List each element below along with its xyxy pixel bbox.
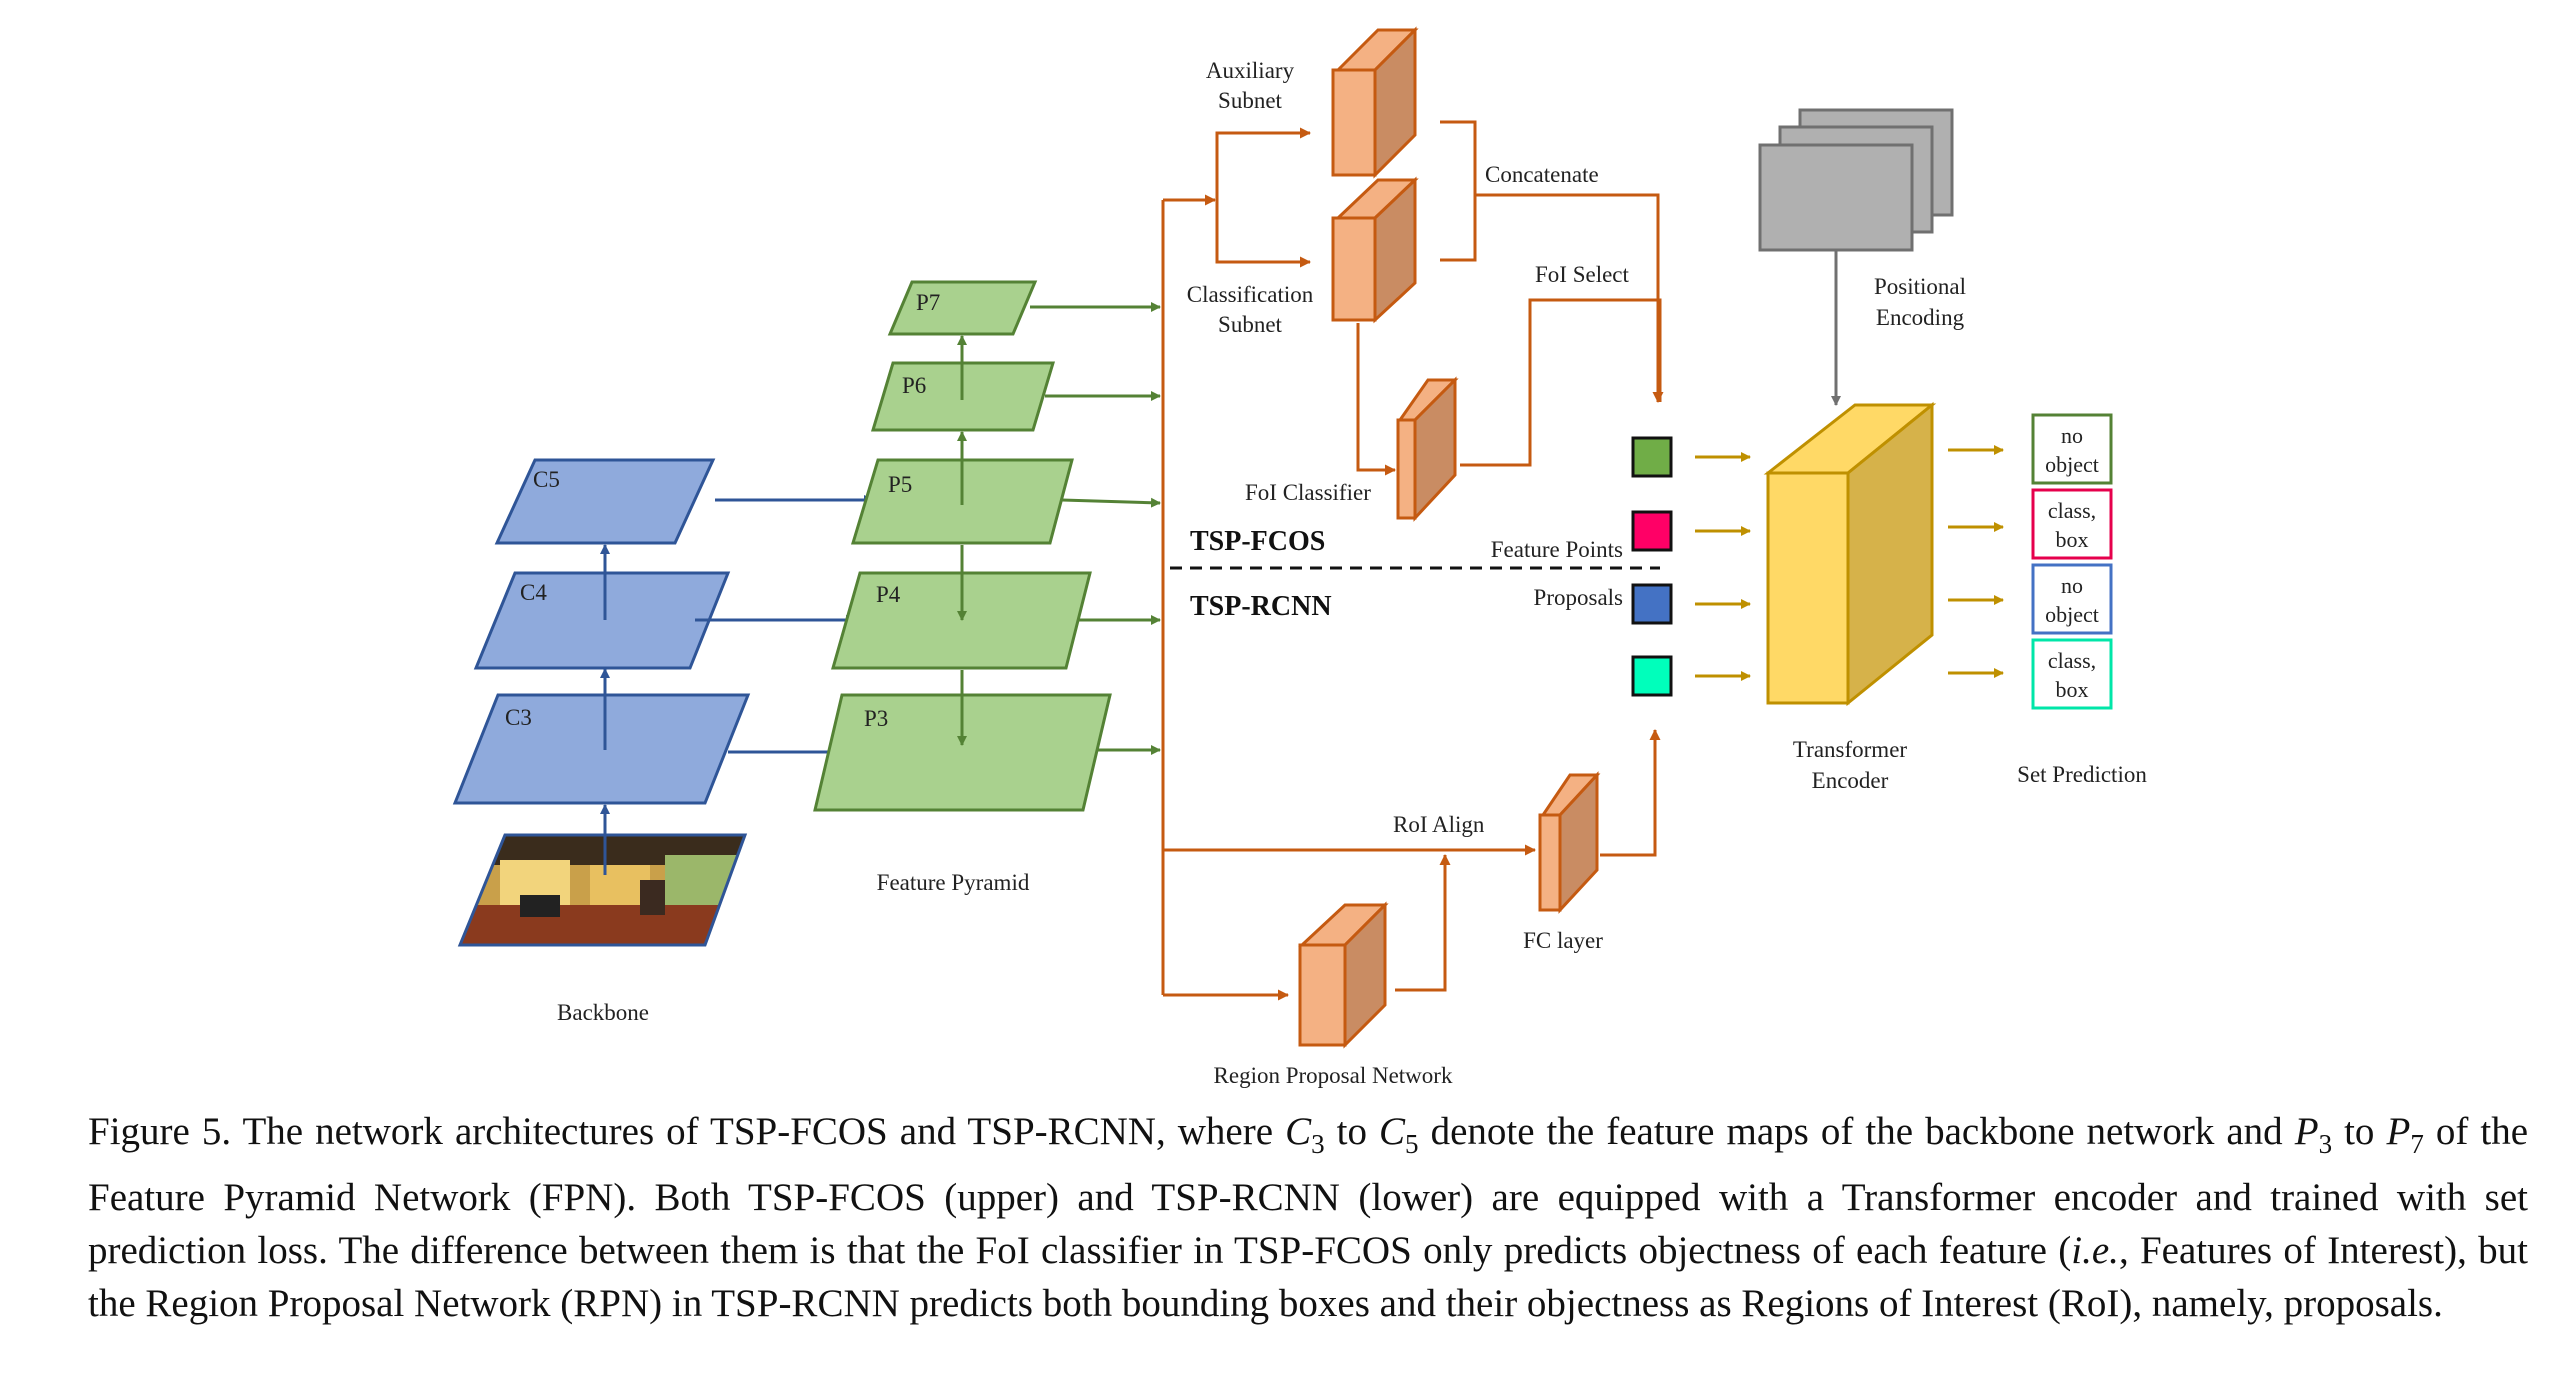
caption-math-sub: 3 — [1311, 1128, 1325, 1159]
feature-pyramid: P7 P6 P5 P4 P3 Feature Pyramid — [813, 280, 1161, 895]
prediction-text: box — [2056, 677, 2089, 702]
prediction-box — [2031, 488, 2113, 560]
tsp-rcnn-label: TSP-RCNN — [1190, 591, 1332, 622]
prediction-text: no — [2061, 423, 2083, 448]
prediction-text: box — [2056, 527, 2089, 552]
prediction-text: object — [2045, 452, 2099, 477]
foi-select-label: FoI Select — [1535, 262, 1630, 287]
set-prediction-label: Set Prediction — [2017, 762, 2147, 787]
tsp-rcnn-branch: TSP-RCNN RoI Align FC layer Region Propo… — [1190, 591, 1661, 1088]
concatenate-label: Concatenate — [1485, 162, 1599, 187]
caption-math: P — [2294, 1110, 2319, 1153]
foi-classifier-label: FoI Classifier — [1245, 480, 1371, 505]
rpn-block — [1298, 901, 1389, 1049]
backbone-map-c3 — [452, 693, 751, 805]
caption-italic: i.e. — [2071, 1228, 2119, 1272]
living-room-photo-icon — [457, 833, 748, 947]
prediction-text: no — [2061, 573, 2083, 598]
pyramid-level-label: P7 — [916, 290, 940, 315]
pyramid-level-label: P4 — [876, 582, 901, 607]
pyramid-level-label: P6 — [902, 373, 926, 398]
prediction-box — [2031, 638, 2113, 710]
transformer-encoder: Positional Encoding Transformer Encoder — [1758, 108, 2004, 793]
prediction-box — [2031, 413, 2113, 485]
caption-text: to — [1324, 1110, 1380, 1153]
positional-encoding-stack — [1758, 108, 1954, 252]
caption-math-sub: 7 — [2410, 1128, 2424, 1159]
backbone-map-label: C3 — [505, 705, 532, 730]
pyramid-level-label: P3 — [864, 706, 888, 731]
foi-classifier-block — [1396, 376, 1459, 522]
auxiliary-subnet-label: Auxiliary — [1206, 58, 1295, 83]
transformer-encoder-label: Encoder — [1812, 768, 1889, 793]
feature-points-label: Feature Points — [1491, 537, 1623, 562]
positional-encoding-label: Encoding — [1876, 305, 1965, 330]
auxiliary-subnet-label: Subnet — [1218, 88, 1283, 113]
caption-math-sub: 3 — [2318, 1128, 2333, 1159]
caption-text: denote the feature maps of the backbone … — [1418, 1110, 2295, 1153]
fc-layer-label: FC layer — [1523, 928, 1603, 953]
set-prediction: no object class, box no object class, bo… — [2017, 413, 2147, 787]
tsp-fcos-branch: Auxiliary Subnet Classification Subnet C… — [1187, 26, 1664, 557]
pyramid-label: Feature Pyramid — [877, 870, 1030, 895]
backbone-map-label: C5 — [533, 467, 560, 492]
caption-math: C — [1285, 1110, 1312, 1153]
feature-token-pink — [1631, 510, 1673, 552]
feature-token-green — [1631, 436, 1673, 478]
pyramid-level-p7 — [887, 280, 1038, 336]
prediction-text: object — [2045, 602, 2099, 627]
prediction-text: class, — [2048, 648, 2096, 673]
positional-encoding-label: Positional — [1874, 274, 1966, 299]
backbone-map-c4 — [473, 571, 731, 670]
prediction-text: class, — [2048, 498, 2096, 523]
pyramid-level-label: P5 — [888, 472, 912, 497]
roi-align-label: RoI Align — [1393, 812, 1485, 837]
fc-layer-block — [1538, 771, 1601, 914]
tsp-fcos-label: TSP-FCOS — [1190, 526, 1325, 557]
feature-token-blue — [1631, 583, 1673, 625]
caption-math: C — [1379, 1110, 1406, 1153]
transformer-encoder-label: Transformer — [1793, 737, 1907, 762]
backbone-label: Backbone — [557, 1000, 649, 1025]
caption-math: P — [2386, 1110, 2411, 1153]
proposals-label: Proposals — [1534, 585, 1624, 610]
caption-text: to — [2332, 1110, 2387, 1153]
backbone: C5 C4 C3 Backbone — [452, 458, 874, 1025]
prediction-box — [2031, 563, 2113, 635]
caption-text: of the Feature Pyramid Network (FPN). Bo… — [88, 1110, 2529, 1272]
backbone-map-c5 — [494, 458, 716, 545]
feature-bus — [1161, 194, 1536, 1001]
auxiliary-subnet-block — [1331, 26, 1419, 179]
pyramid-level-p3 — [813, 693, 1112, 812]
figure-caption: Figure 5. The network architectures of T… — [88, 1105, 2528, 1330]
feature-token-teal — [1631, 655, 1673, 697]
caption-figure-number: Figure 5. — [88, 1110, 232, 1153]
caption-text: , Features of Interest), but the Region … — [88, 1228, 2529, 1325]
caption-text: The network architectures of TSP-FCOS an… — [231, 1110, 1286, 1153]
rpn-label: Region Proposal Network — [1214, 1063, 1453, 1088]
encoder-inputs: Feature Points Proposals — [1491, 436, 1751, 697]
classification-subnet-label: Classification — [1187, 282, 1314, 307]
classification-subnet-label: Subnet — [1218, 312, 1283, 337]
backbone-map-label: C4 — [520, 580, 547, 605]
classification-subnet-block — [1331, 176, 1419, 324]
caption-math-sub: 5 — [1405, 1128, 1419, 1159]
